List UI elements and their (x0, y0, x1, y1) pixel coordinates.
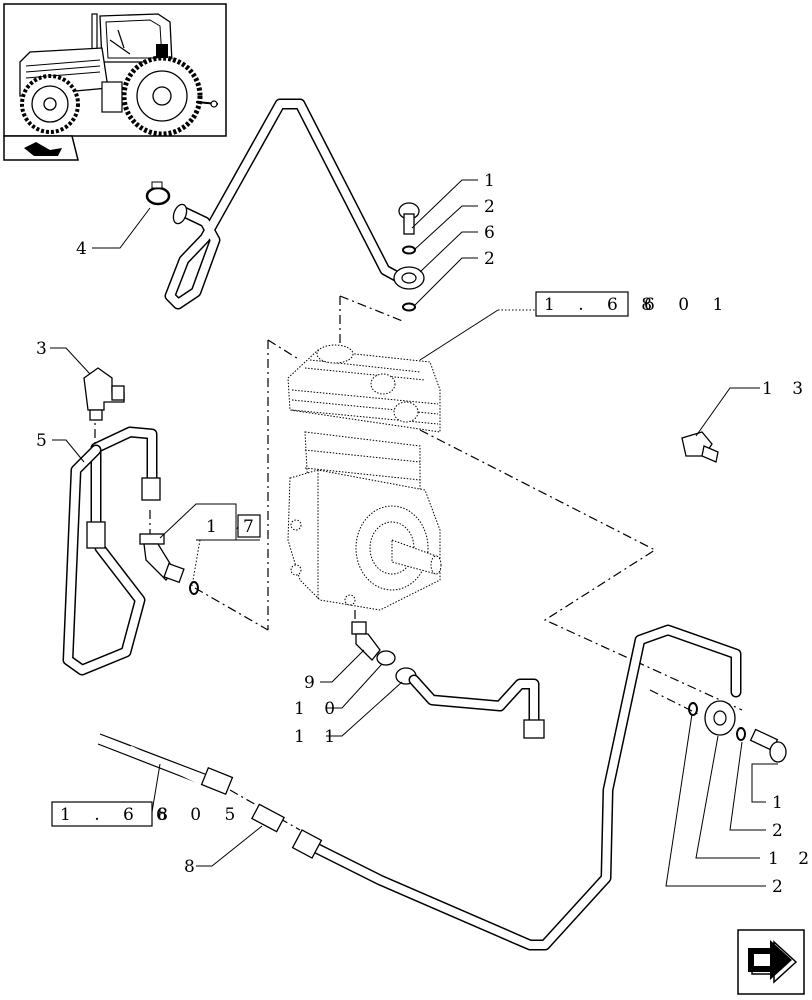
callout-2-bottom-b[interactable]: 2 (772, 877, 790, 897)
banjo-bolt-upper (398, 202, 420, 235)
banjo-fitting-upper (393, 266, 425, 290)
callout-14-box[interactable]: 7 (237, 514, 261, 538)
callout-2-top-a[interactable]: 2 (484, 197, 502, 217)
reference-top[interactable]: 1 . 6 8 6 0 1 (535, 291, 732, 317)
fitting-9 (351, 621, 381, 661)
callout-1-bottom[interactable]: 1 (772, 793, 790, 813)
elbow-fitting (83, 367, 125, 421)
leader-lines (50, 179, 778, 887)
callout-2-bottom-a[interactable]: 2 (772, 821, 790, 841)
callout-14[interactable]: 1 4 (206, 517, 254, 537)
callout-9[interactable]: 9 (304, 673, 322, 693)
upper-air-hose (164, 98, 402, 310)
hose-clamp (145, 181, 171, 206)
callout-11[interactable]: 1 1 (294, 727, 342, 747)
callout-1-top[interactable]: 1 (484, 171, 502, 191)
reference-top-boxed: 1 . 6 8 (544, 295, 661, 315)
banjo-bolt-lower (749, 728, 787, 763)
delivery-pipe (291, 624, 742, 951)
callout-14-boxed-number: 7 (243, 517, 261, 537)
fitting-10 (376, 650, 396, 666)
callout-12[interactable]: 1 2 (768, 849, 812, 869)
callout-8[interactable]: 8 (184, 857, 202, 877)
parts-group-icon (3, 135, 79, 161)
callout-10[interactable]: 1 0 (294, 699, 342, 719)
callout-5[interactable]: 5 (36, 431, 54, 451)
bolt-13 (681, 431, 719, 463)
reference-top-tail: 6 0 1 (644, 295, 732, 315)
callout-2-top-b[interactable]: 2 (484, 249, 502, 269)
banjo-fitting-lower (704, 700, 736, 736)
short-pipe (408, 674, 545, 739)
connector-8 (251, 803, 285, 833)
air-compressor (287, 344, 442, 611)
flexible-hose (97, 733, 234, 796)
callout-13[interactable]: 1 3 (762, 379, 810, 399)
callout-4[interactable]: 4 (76, 239, 94, 259)
sealing-washer-upper-a (402, 245, 416, 255)
callout-6[interactable]: 6 (484, 223, 502, 243)
pipe-assembly-left (62, 426, 161, 676)
sealing-washer-lower-b (736, 727, 746, 741)
reference-bottom-boxed: 1 . 6 8 (60, 805, 177, 825)
sealing-washer-upper-b (402, 302, 416, 312)
callout-labels: 1 2 6 2 4 3 5 1 3 1 4 9 1 0 1 1 8 1 2 1 … (36, 171, 812, 897)
reference-bottom[interactable]: 1 . 6 8 6 0 5 (51, 801, 244, 827)
reference-bottom-tail: 6 0 5 (156, 805, 244, 825)
callout-3[interactable]: 3 (36, 339, 54, 359)
elbow-fitting-lower (139, 533, 185, 584)
sealing-washer-lower-a (688, 702, 698, 716)
sealing-washer-left (189, 581, 199, 595)
tractor-thumbnail-icon[interactable] (3, 3, 227, 137)
next-page-arrow-icon[interactable] (737, 929, 805, 995)
